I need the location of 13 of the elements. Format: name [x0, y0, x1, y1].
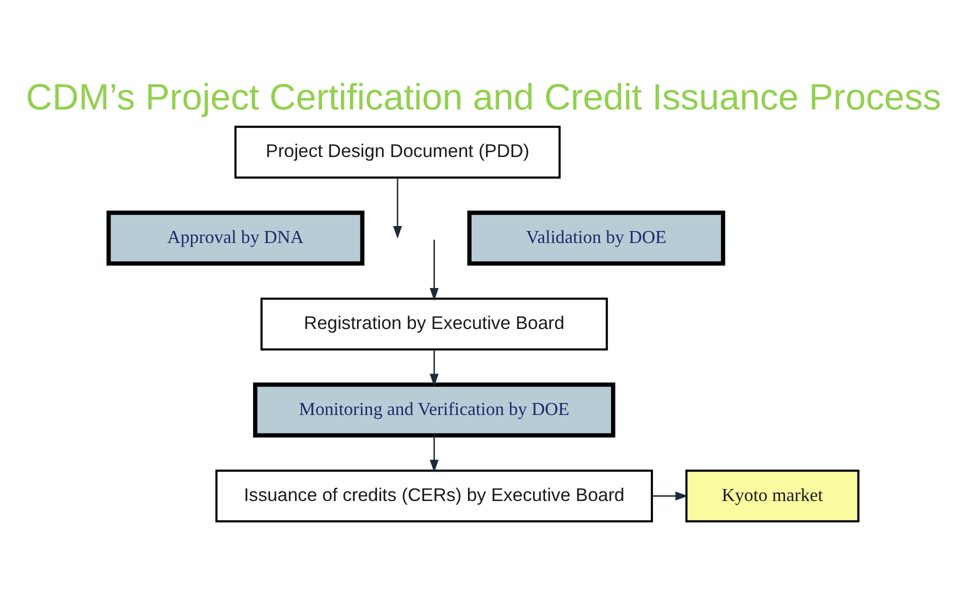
arrow [430, 239, 439, 300]
diagram-title: CDM’s Project Certification and Credit Issuance Process [26, 76, 942, 118]
node-box: Validation by DOE [467, 210, 726, 266]
node-box: Approval by DNA [106, 210, 364, 266]
node-box: Project Design Document (PDD) [234, 125, 561, 178]
node-box: Monitoring and Verification by DOE [253, 382, 616, 438]
arrow [430, 349, 439, 386]
arrow [393, 177, 402, 238]
node-box: Registration by Executive Board [260, 297, 608, 350]
node-box: Kyoto market [685, 469, 860, 522]
arrow [430, 435, 439, 472]
arrow [652, 491, 688, 500]
node-box: Issuance of credits (CERs) by Executive Board [215, 469, 653, 522]
